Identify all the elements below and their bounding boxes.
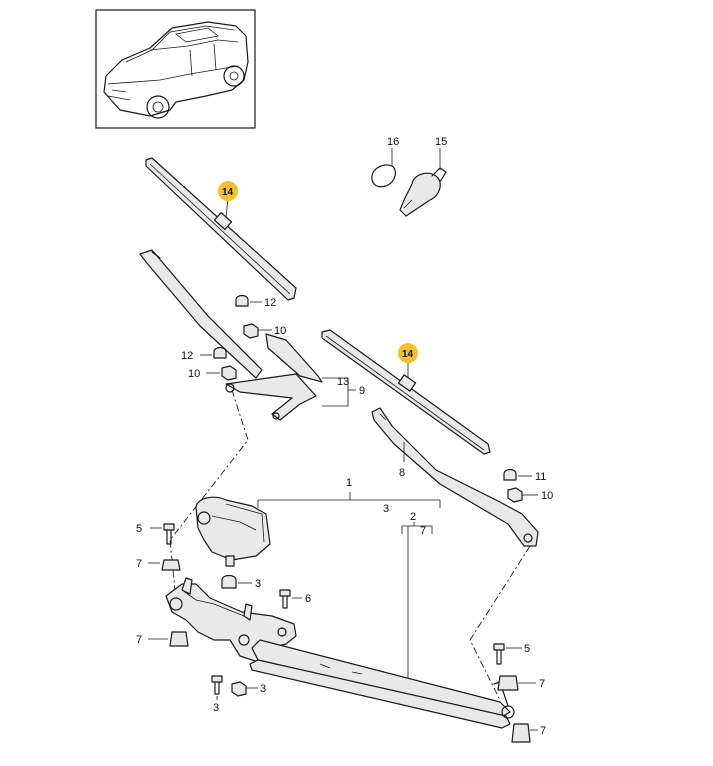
callout-9: 9 [359, 385, 365, 397]
bushing-7-lower-right [511, 723, 531, 743]
cap-12-upper [235, 294, 249, 307]
bushing-7-upper-left [161, 559, 181, 571]
bushing-7-upper-right [497, 675, 519, 691]
wiper-arm-left [139, 249, 323, 421]
callout-12-upper: 12 [264, 297, 276, 309]
callout-14-left: 14 [222, 187, 234, 198]
callout-10-lower: 10 [188, 368, 200, 380]
callout-5-left: 5 [136, 523, 142, 535]
callout-10-right: 10 [541, 490, 553, 502]
callout-1: 1 [346, 477, 352, 489]
callout-8: 8 [399, 467, 405, 479]
wiper-blade-right [321, 329, 491, 455]
part-15-jet [399, 167, 447, 217]
screw-6 [279, 589, 291, 609]
callout-14-right: 14 [402, 349, 414, 360]
highlight-14-left: 14 [218, 181, 238, 201]
cap-11 [503, 468, 517, 481]
callout-6: 6 [305, 593, 311, 605]
callout-7-upper-right: 7 [539, 678, 545, 690]
nut-3-lower [231, 681, 247, 697]
callout-7-bracket: 7 [420, 525, 426, 537]
callout-10-upper: 10 [274, 325, 286, 337]
linkage-rods [249, 639, 515, 729]
screw-3-lower [211, 675, 223, 695]
callout-15: 15 [435, 136, 447, 148]
callout-12-lower: 12 [181, 350, 193, 362]
callout-16: 16 [387, 136, 399, 148]
callout-5-right: 5 [524, 643, 530, 655]
callout-3-lower-a: 3 [213, 702, 219, 714]
cap-12-lower [213, 346, 227, 359]
callout-7-lower-right: 7 [540, 725, 546, 737]
callout-7-lower-left: 7 [136, 634, 142, 646]
screw-5-left [163, 523, 175, 545]
nut-10-right [507, 487, 523, 503]
callout-7-upper-left: 7 [136, 558, 142, 570]
nut-10-upper [243, 323, 259, 339]
part-16-cap [371, 164, 396, 188]
callout-11: 11 [535, 471, 546, 483]
vehicle-thumbnail [95, 9, 256, 129]
wiper-motor [195, 496, 271, 567]
callout-13: 13 [337, 376, 349, 388]
callout-2: 2 [410, 511, 416, 523]
bushing-7-lower-left [169, 631, 189, 647]
wiper-arm-right [371, 407, 539, 547]
nut-10-lower [221, 365, 237, 381]
callout-3-upper: 3 [255, 578, 261, 590]
grommet-3-upper [221, 574, 237, 589]
callout-3-main: 3 [383, 503, 389, 515]
screw-5-right [493, 643, 505, 665]
wiper-blade-left [145, 157, 297, 301]
highlight-14-right: 14 [398, 343, 418, 363]
callout-3-lower-b: 3 [260, 683, 266, 695]
